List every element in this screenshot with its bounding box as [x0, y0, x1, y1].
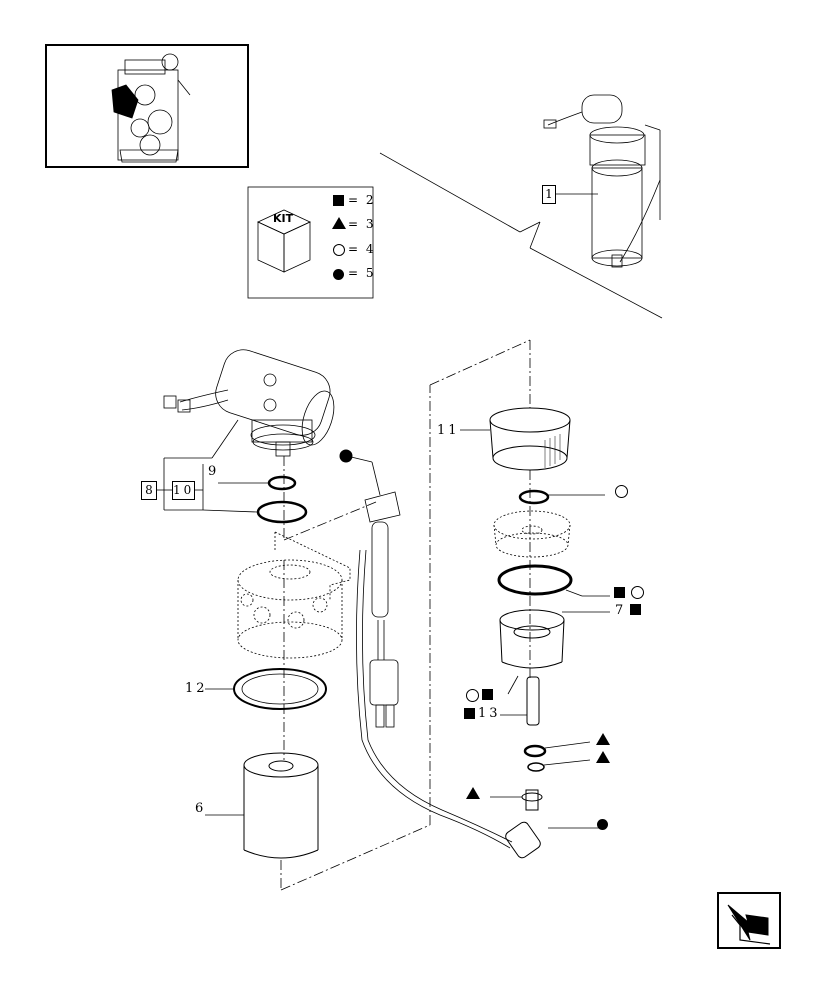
filled-square-icon [333, 195, 344, 206]
filled-circle-icon [597, 819, 608, 830]
callout-9[interactable]: 9 [208, 464, 220, 479]
kit-legend-value-filled-circle: = 5 [348, 266, 376, 280]
bolt-13 [500, 675, 540, 726]
callout-1[interactable]: 1 [542, 185, 556, 204]
filter-head-housing [237, 531, 351, 659]
filled-triangle-icon [332, 217, 346, 229]
o-ring-right [518, 489, 605, 505]
bowl-7 [499, 609, 610, 669]
harness-kit-marker [339, 449, 353, 463]
callout-6[interactable]: 6 [195, 801, 207, 816]
o-ring-10 [256, 500, 308, 524]
callout-13[interactable]: 13 [478, 706, 501, 721]
open-circle-icon [615, 485, 628, 498]
kit-legend-value-open-circle: = 4 [348, 242, 376, 256]
small-seals [523, 741, 591, 772]
kit-title: KIT [273, 212, 294, 225]
callout-7[interactable]: 7 [615, 603, 627, 618]
open-circle-icon [631, 586, 644, 599]
callout-11[interactable]: 11 [437, 423, 460, 438]
open-circle-icon [333, 244, 345, 256]
next-page-arrow-icon[interactable] [717, 892, 781, 949]
callout-8[interactable]: 8 [141, 481, 157, 500]
seal-ring-right [497, 564, 610, 597]
filled-triangle-icon [466, 787, 480, 799]
filled-triangle-icon [596, 733, 610, 745]
collar-11 [460, 407, 571, 471]
assembly-axes [280, 339, 531, 891]
o-ring-9 [267, 475, 297, 491]
fuel-pump-head [163, 349, 335, 457]
filled-square-icon [482, 689, 493, 700]
kit-legend-value-square: = 2 [348, 193, 376, 207]
callout-leaders-left [156, 419, 268, 513]
open-circle-icon [466, 689, 479, 702]
kit-legend-value-triangle: = 3 [348, 217, 376, 231]
filled-triangle-icon [596, 751, 610, 763]
wiring-harness [346, 455, 513, 849]
filled-square-icon [464, 708, 475, 719]
water-sensor-connector [505, 821, 600, 859]
filled-circle-icon [333, 269, 344, 280]
kit-legend-box [247, 186, 374, 299]
filled-square-icon [630, 604, 641, 615]
callout-10[interactable]: 10 [172, 481, 195, 500]
filter-cartridge-6 [205, 752, 319, 859]
engine-thumbnail-icon[interactable] [45, 44, 249, 168]
gasket-12 [205, 668, 327, 710]
callout-12[interactable]: 12 [185, 681, 208, 696]
filled-square-icon [614, 587, 625, 598]
filter-element-nut [493, 510, 571, 558]
drain-valve [490, 789, 543, 811]
assembly-inset [379, 94, 663, 319]
